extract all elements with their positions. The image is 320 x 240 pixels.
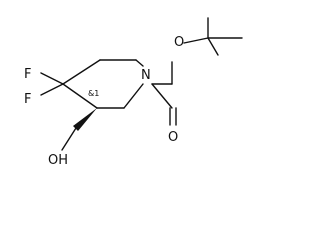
stereo-wedge-bond	[73, 108, 97, 131]
carbonyl-oxygen-label: O	[168, 130, 178, 145]
bond-c2-n-ring	[135, 59, 144, 67]
hydroxyl-label: OH	[48, 153, 68, 168]
bond-quaternary-methyl-bottom	[207, 37, 219, 56]
bond-n-carbonyl-carbon	[151, 83, 173, 109]
bond-n-c6-ring	[123, 83, 144, 109]
bond-c4-c3-ring	[62, 59, 101, 85]
bond-ester-oxygen-quaternary-carbon	[183, 37, 209, 44]
bond-c4-fluorine-bottom	[40, 83, 64, 96]
bond-methylene-hydroxyl	[61, 127, 77, 151]
fluorine-top-label: F	[24, 67, 31, 82]
nitrogen-label: N	[141, 68, 151, 83]
fluorine-bottom-label: F	[24, 92, 31, 107]
bond-c5-c4-ring	[62, 83, 98, 109]
ester-oxygen-label: O	[174, 35, 184, 50]
chemical-structure-diagram: F F N O O OH &1	[24, 17, 243, 168]
stereo-descriptor-label: &1	[88, 89, 99, 98]
bond-c4-fluorine-top	[40, 72, 64, 85]
